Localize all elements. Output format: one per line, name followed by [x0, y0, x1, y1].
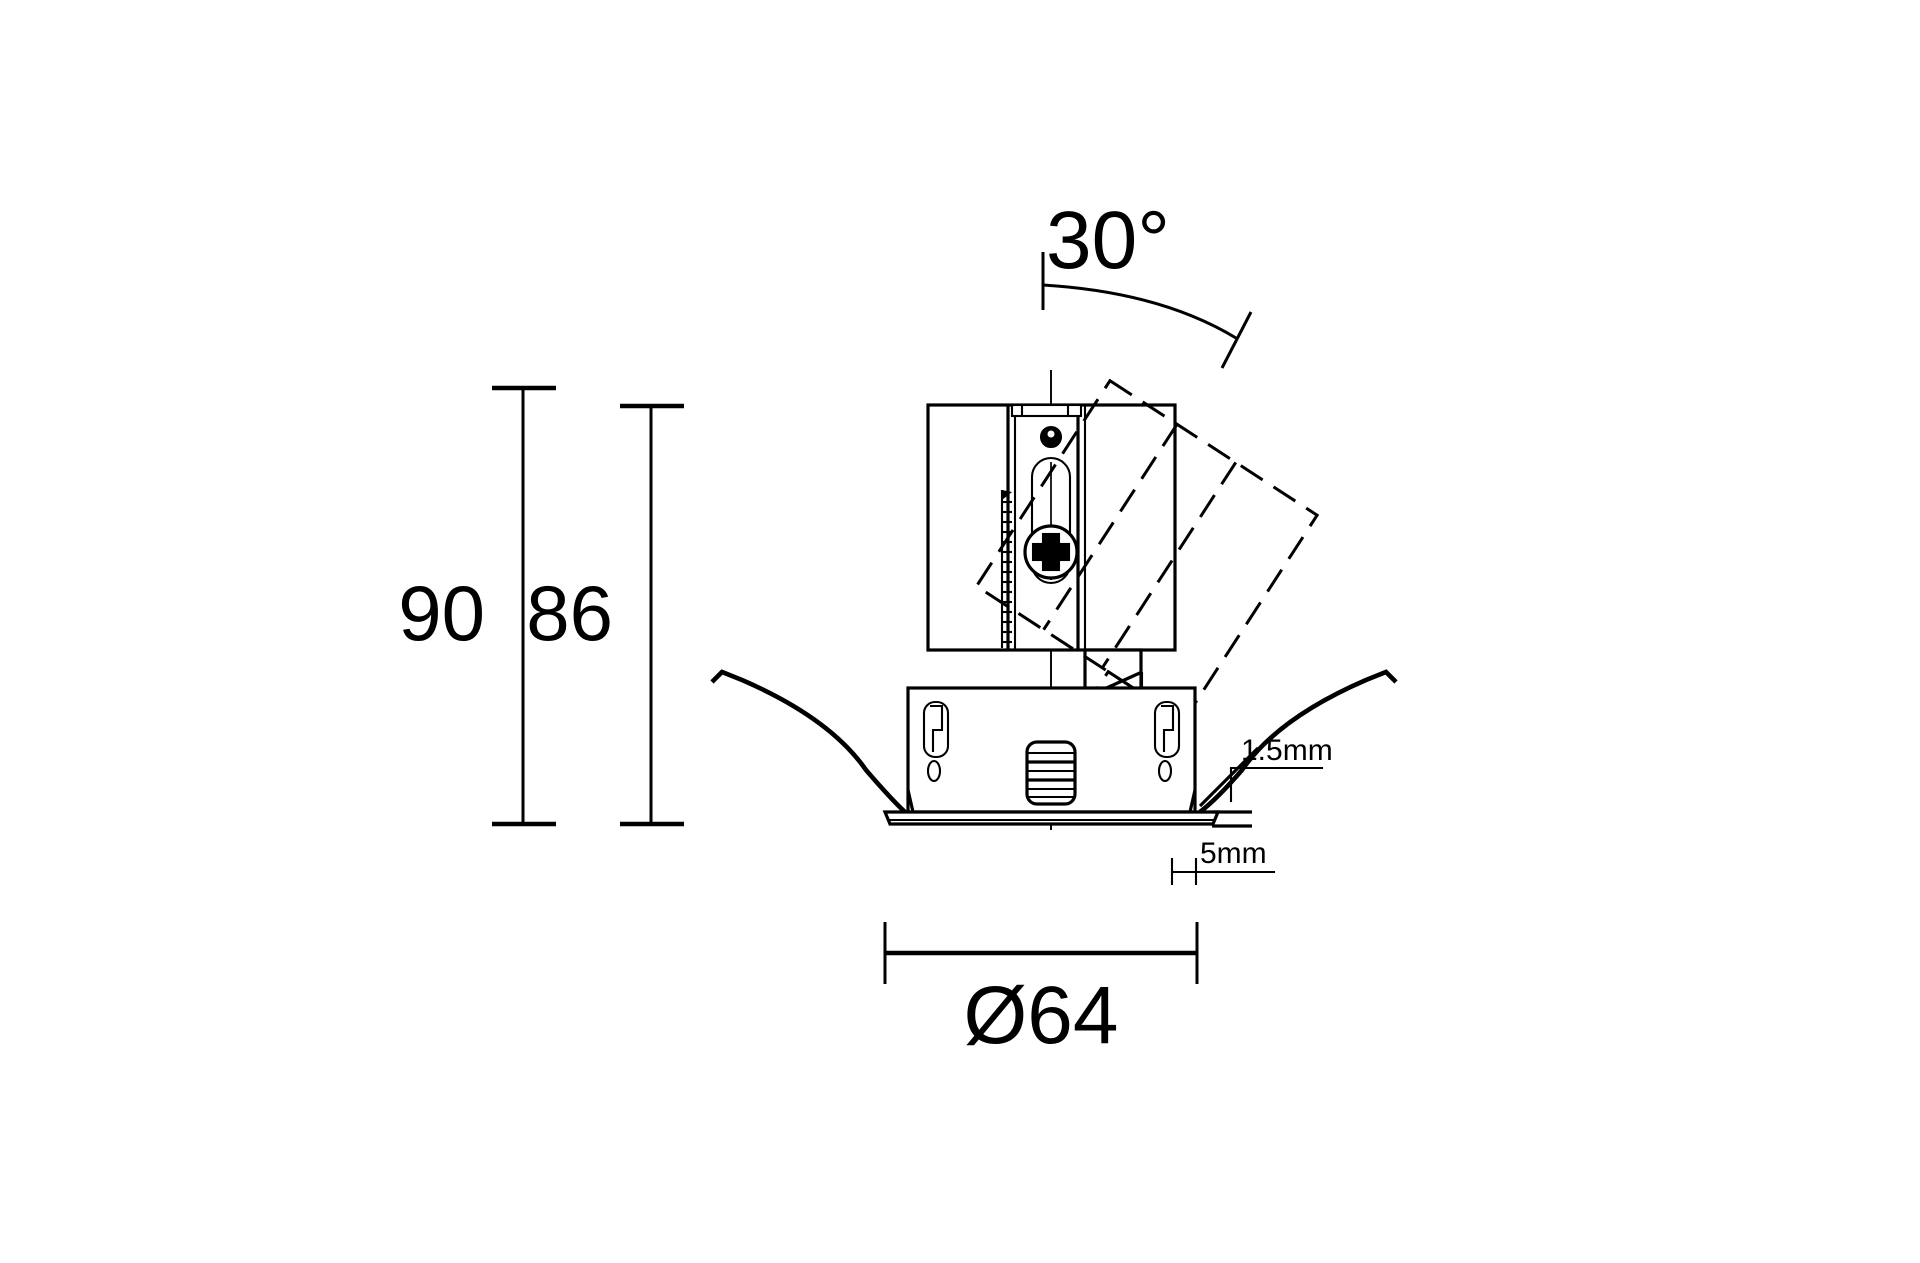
angle-end-tick — [1220, 311, 1253, 369]
mounting-spring-right — [1198, 669, 1398, 814]
pivot-boss-highlight — [1047, 430, 1055, 438]
latch-right-inner — [1161, 704, 1175, 752]
trim-thickness-callout — [1198, 746, 1323, 828]
diameter-label: Ø64 — [964, 970, 1119, 1061]
height-label-86: 86 — [526, 569, 613, 657]
tilted-body-outline — [974, 378, 1320, 723]
trim-overlap-callout — [1170, 858, 1275, 885]
latch-left-inner — [930, 704, 944, 752]
height-label-90: 90 — [398, 569, 485, 657]
tilted-partition-left — [1042, 423, 1179, 631]
tilted-position-outline — [974, 378, 1320, 742]
housing-taper-left — [906, 789, 915, 813]
scale-pointer-arrow — [1002, 490, 1012, 500]
recessed-housing-assembly — [882, 686, 1221, 826]
latch-left-hole — [926, 759, 942, 783]
latch-right-hole — [1157, 759, 1173, 783]
spring-latch-left — [922, 700, 950, 783]
diameter-dimension — [883, 922, 1199, 984]
trim-thickness-label: 1.5mm — [1241, 734, 1333, 767]
gland-body — [1025, 740, 1077, 806]
height-dimension-86 — [620, 403, 684, 827]
angle-label: 30° — [1046, 195, 1170, 286]
screw-slot-horizontal — [1031, 542, 1071, 562]
trim-overlap-label: 5mm — [1200, 837, 1267, 870]
thickness-leader-line — [1198, 746, 1260, 808]
top-notch-detail — [1010, 403, 1083, 418]
angle-arc — [1042, 283, 1237, 340]
thickness-bracket — [1229, 766, 1323, 802]
height-dimension-90 — [492, 385, 556, 827]
housing-taper-right — [1188, 789, 1197, 813]
trim-flange — [882, 810, 1221, 826]
center-gland-coil — [1025, 740, 1077, 806]
mounting-spring-left — [710, 669, 907, 814]
spring-latch-right — [1153, 700, 1181, 783]
angle-dimension-group — [1041, 252, 1253, 369]
tilted-partition-right — [1101, 461, 1238, 669]
